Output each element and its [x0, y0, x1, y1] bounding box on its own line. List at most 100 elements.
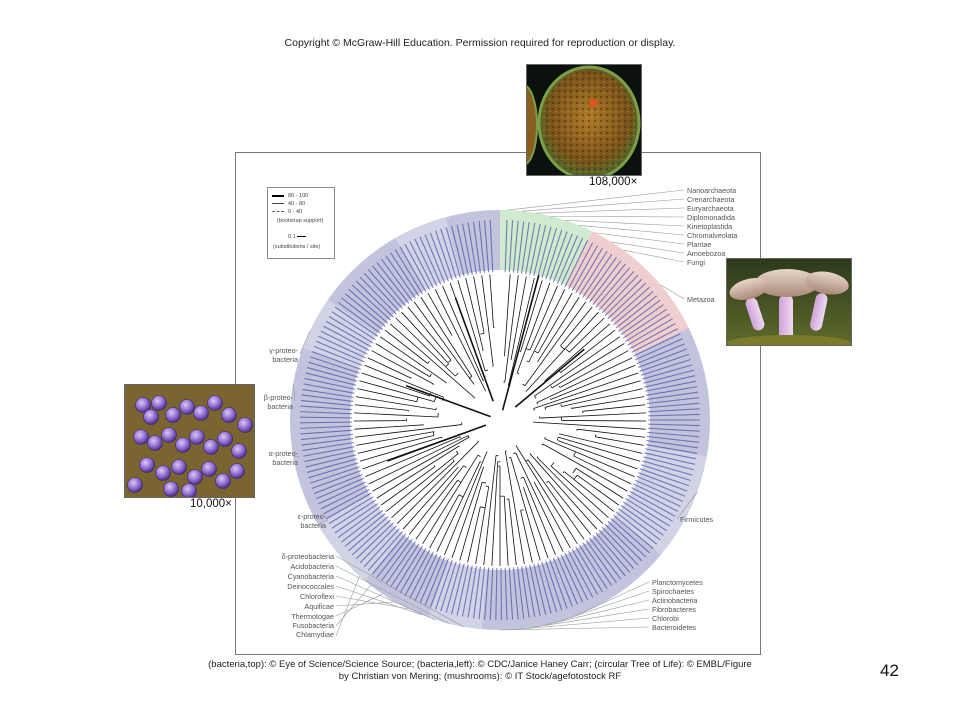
coccus-cell	[215, 473, 231, 489]
branch	[516, 282, 551, 374]
leaf-tick	[545, 560, 563, 611]
leaf-tick	[300, 416, 353, 419]
branch	[561, 420, 646, 422]
branch	[577, 428, 646, 438]
branch-join	[477, 454, 481, 458]
leaf-tick	[372, 533, 407, 575]
leaf-tick	[647, 435, 699, 443]
leaf-tick	[541, 227, 557, 279]
branch	[372, 436, 470, 492]
branch-join	[482, 481, 487, 484]
leaf-tick	[467, 222, 477, 274]
leaf-tick	[424, 557, 446, 606]
coccus-cell	[231, 443, 247, 459]
leaf-tick	[634, 479, 683, 502]
coccus-cell	[221, 407, 237, 423]
leader-line	[335, 565, 450, 625]
leaf-tick	[337, 506, 381, 539]
branch	[381, 466, 436, 506]
leaf-tick	[344, 513, 386, 547]
leaf-tick	[363, 528, 400, 568]
branch	[536, 457, 604, 524]
branch-join	[433, 397, 437, 402]
coccus-cell	[181, 483, 197, 497]
leaf-tick	[634, 338, 683, 361]
leaf-tick	[328, 496, 374, 525]
leaf-tick	[323, 325, 370, 352]
branch	[571, 396, 645, 409]
branch	[558, 436, 641, 462]
branch	[533, 482, 571, 549]
leaf-tick	[582, 253, 613, 298]
leaf-tick	[390, 543, 420, 588]
magnification-top: 108,000×	[589, 176, 638, 188]
branch-join	[534, 350, 539, 354]
branch	[508, 498, 517, 566]
leader-line	[623, 249, 685, 263]
leaf-tick	[589, 260, 622, 303]
bacterium-micrograph-top	[526, 64, 642, 176]
branch	[357, 388, 417, 403]
leaf-tick	[585, 257, 617, 300]
leaf-tick	[647, 413, 700, 417]
branch	[525, 311, 599, 392]
leaf-tick	[328, 315, 374, 344]
branch-join	[513, 452, 516, 455]
coccus-cell	[133, 429, 149, 445]
leaf-tick	[629, 323, 676, 350]
leaf-tick	[521, 566, 530, 618]
leaf-tick	[638, 348, 688, 368]
leaf-tick	[300, 425, 353, 429]
label-planctomycetes: Planctomycetes	[652, 578, 703, 587]
coccus-cell	[163, 481, 179, 497]
branch	[491, 461, 499, 566]
domain-wedges	[289, 210, 710, 630]
branch	[473, 276, 485, 334]
leaf-tick	[644, 375, 696, 388]
branch	[483, 455, 497, 566]
leaf-tick	[440, 228, 457, 279]
label-cyanobacteria: Cyanobacteria	[287, 572, 334, 581]
branch	[465, 277, 484, 351]
credits-line-2: by Christian von Mering; (mushrooms): © …	[338, 671, 622, 682]
leaf-tick	[478, 567, 486, 619]
branch	[413, 301, 475, 385]
branch-join	[455, 450, 459, 454]
leaf-tick	[303, 383, 355, 394]
leaf-tick	[301, 394, 354, 402]
mushrooms-photo-right	[726, 258, 852, 346]
legend-row-strong: 80 - 100	[272, 193, 308, 199]
leaf-tick	[560, 237, 584, 286]
leaf-tick	[419, 555, 442, 604]
branch-join	[452, 459, 455, 462]
leaf-tick	[508, 220, 514, 273]
branch-join	[432, 383, 434, 386]
label-fungi: Fungi	[687, 258, 705, 267]
branch	[515, 445, 578, 545]
leaf-tick	[355, 522, 394, 560]
label-leader-lines	[292, 189, 698, 637]
leaf-tick	[601, 526, 639, 566]
leaf-tick	[601, 274, 639, 314]
leaf-tick	[337, 301, 381, 334]
leaf-tick	[525, 565, 536, 618]
leaf-tick	[564, 552, 589, 600]
branch-join	[485, 369, 489, 372]
branch	[575, 467, 624, 499]
leaf-tick	[300, 405, 353, 411]
branch-join	[516, 372, 520, 375]
label-fibrobacteres: Fibrobacteres	[652, 605, 696, 614]
branch-join	[458, 445, 460, 448]
branch-join	[525, 348, 531, 351]
leaf-tick	[629, 490, 676, 517]
leaf-tick	[376, 536, 410, 578]
leaf-tick	[399, 547, 427, 594]
branch	[354, 424, 462, 438]
branch-join	[536, 402, 538, 405]
leaf-tick	[631, 487, 679, 512]
leaf-tick	[359, 525, 397, 564]
branch-join	[522, 383, 526, 387]
leaf-tick	[325, 492, 372, 520]
leaf-tick	[409, 551, 434, 599]
label-delta-proteobacteria: δ-proteobacteria	[281, 552, 334, 561]
